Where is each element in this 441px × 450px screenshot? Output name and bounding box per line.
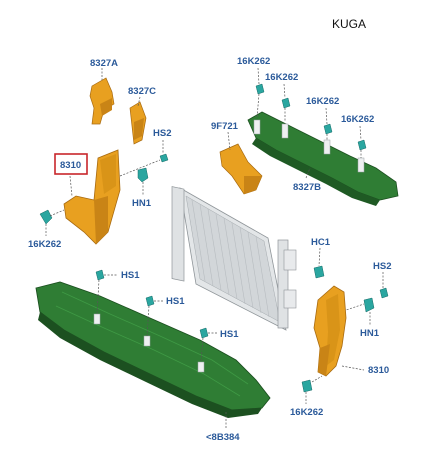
part-8327A-shape — [89, 77, 115, 125]
radiator — [171, 186, 297, 331]
part-9F721-shape — [219, 143, 263, 195]
screw-icon — [95, 269, 105, 281]
part-8327B-shape — [247, 111, 399, 206]
label-16K262-c: 16K262 — [306, 96, 339, 107]
label-8327B: 8327B — [293, 182, 321, 193]
label-16K262-a: 16K262 — [237, 56, 270, 67]
screw-icon — [159, 153, 169, 163]
clip-fastener-icon — [255, 83, 265, 95]
label-16K262-bottom: 16K262 — [290, 407, 323, 418]
model-title: KUGA — [332, 17, 366, 31]
screw-icon — [145, 295, 155, 307]
part-8310-left-shape — [63, 149, 121, 245]
label-9F721: 9F721 — [211, 121, 239, 132]
clip-fastener-icon — [313, 265, 325, 279]
clip-fastener-icon — [363, 297, 375, 313]
label-16K262-b: 16K262 — [265, 72, 298, 83]
label-HS1-c: HS1 — [220, 329, 239, 340]
clip-fastener-icon — [39, 209, 53, 225]
clip-fastener-icon — [323, 123, 333, 135]
label-8327A: 8327A — [90, 58, 118, 69]
clip-fastener-icon — [281, 97, 291, 109]
label-16K262-d: 16K262 — [341, 114, 374, 125]
label-16K262-left: 16K262 — [28, 239, 61, 250]
part-8327C-shape — [129, 101, 147, 145]
highlight-box-8310 — [54, 153, 88, 175]
label-HS2-top: HS2 — [153, 128, 171, 139]
label-HS2-right: HS2 — [373, 261, 391, 272]
screw-icon — [379, 287, 389, 299]
part-8B384-shape — [35, 281, 271, 418]
label-HS1-b: HS1 — [166, 296, 185, 307]
clip-fastener-icon — [301, 379, 313, 393]
label-HC1: HC1 — [311, 237, 331, 248]
label-HN1-right: HN1 — [360, 328, 380, 339]
label-HS1-a: HS1 — [121, 270, 140, 281]
clip-fastener-icon — [137, 167, 149, 183]
label-8327C: 8327C — [128, 86, 156, 97]
part-8310-right-shape — [313, 285, 347, 377]
clip-fastener-icon — [357, 139, 367, 151]
label-HN1-top: HN1 — [132, 198, 152, 209]
label-8310-right: 8310 — [368, 365, 389, 376]
label-8310-left: 8310 — [60, 160, 81, 171]
screw-icon — [199, 327, 209, 339]
label-8B384: <8B384 — [206, 432, 240, 443]
